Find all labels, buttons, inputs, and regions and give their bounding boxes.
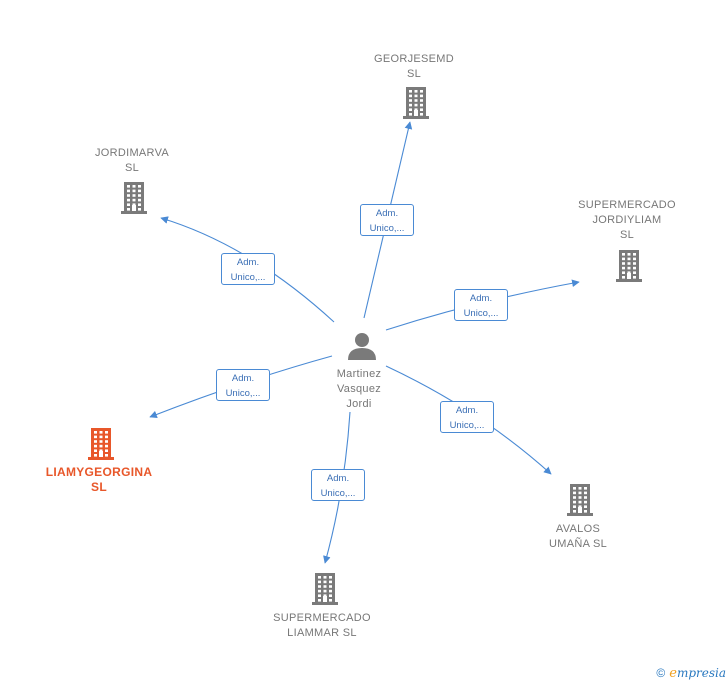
company-name-supermercado-jordiyliam[interactable]: SUPERMERCADO JORDIYLIAM SL — [578, 199, 676, 241]
building-icon[interactable] — [121, 182, 147, 214]
edge-role-line1: Adm. — [455, 405, 479, 416]
edge-role-line1: Adm. — [375, 208, 399, 219]
edge-role-line1: Adm. — [326, 473, 350, 484]
building-icon[interactable] — [567, 484, 593, 516]
person-icon[interactable] — [348, 333, 376, 360]
copyright-symbol: © — [656, 666, 666, 680]
brand-name: mpresia — [676, 666, 726, 680]
edge-role-line2: Unico,... — [225, 388, 261, 399]
edge-role-line2: Unico,... — [320, 488, 356, 499]
building-icon[interactable] — [616, 250, 642, 282]
company-name-georjesemd[interactable]: GEORJESEMD SL — [373, 53, 455, 80]
edge-label-liamygeorgina[interactable]: Adm. Unico,... — [216, 369, 270, 401]
edge-label-supermercado-liammar[interactable]: Adm. Unico,... — [311, 469, 365, 501]
edge-label-avalos-umana[interactable]: Adm. Unico,... — [440, 401, 494, 433]
edge-label-supermercado-jordiyliam[interactable]: Adm. Unico,... — [454, 289, 508, 321]
company-name-liamygeorgina[interactable]: LIAMYGEORGINA SL — [45, 465, 153, 494]
edge-role-line2: Unico,... — [463, 308, 499, 319]
edge-label-jordimarva[interactable]: Adm. Unico,... — [221, 253, 275, 285]
company-name-supermercado-liammar[interactable]: SUPERMERCADO LIAMMAR SL — [273, 612, 371, 639]
edge-role-line1: Adm. — [231, 373, 255, 384]
edge-label-georjesemd[interactable]: Adm. Unico,... — [360, 204, 414, 236]
brand-letter-e: e — [669, 666, 677, 681]
edge-role-line1: Adm. — [236, 257, 260, 268]
company-name-jordimarva[interactable]: JORDIMARVA SL — [94, 147, 170, 174]
person-name[interactable]: Martinez Vasquez Jordi — [336, 368, 382, 410]
building-icon[interactable] — [312, 573, 338, 605]
edge-role-line1: Adm. — [469, 293, 493, 304]
company-name-avalos-umana[interactable]: AVALOS UMAÑA SL — [548, 523, 608, 550]
edge-role-line2: Unico,... — [449, 420, 485, 431]
edge-role-line2: Unico,... — [369, 223, 405, 234]
building-icon[interactable] — [403, 87, 429, 119]
edge-role-line2: Unico,... — [230, 272, 266, 283]
empresia-logo[interactable]: ©empresia — [656, 666, 726, 681]
building-icon[interactable] — [88, 428, 114, 460]
